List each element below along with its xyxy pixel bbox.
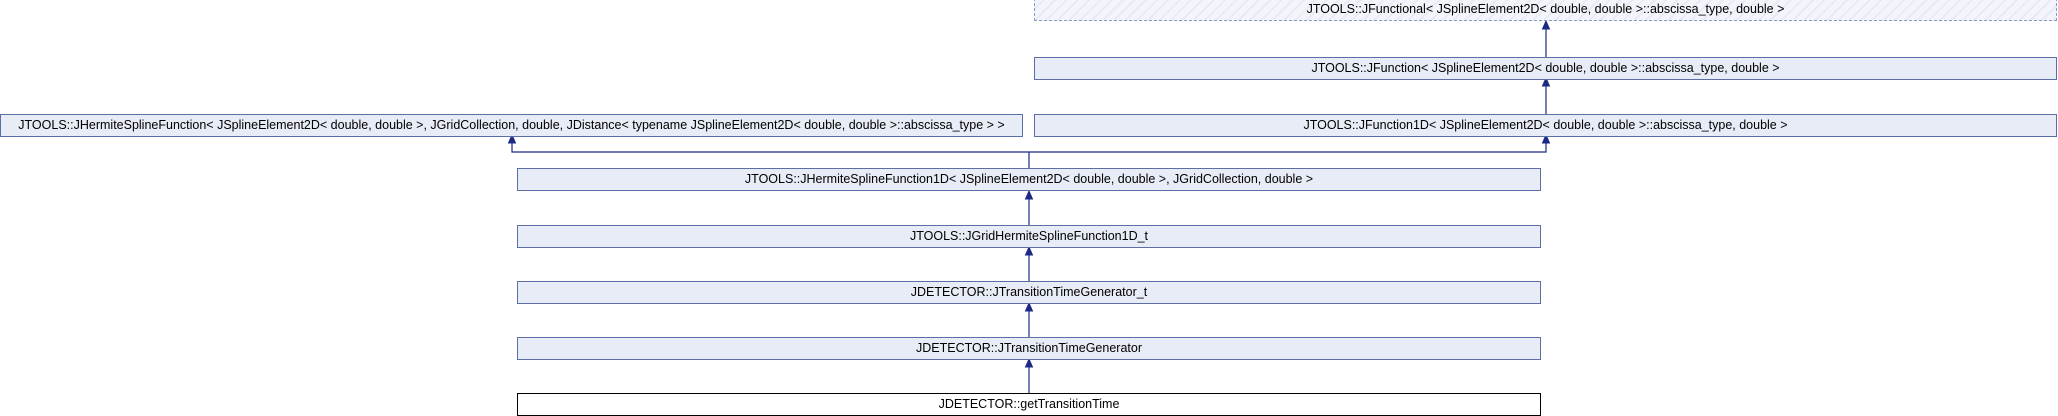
- node-jtransition-time-generator-t[interactable]: JDETECTOR::JTransitionTimeGenerator_t: [517, 281, 1541, 304]
- arrowhead-icon: [1024, 245, 1034, 256]
- arrowhead-icon: [1024, 189, 1034, 200]
- arrowhead-icon: [507, 133, 517, 144]
- arrowhead-icon: [1541, 133, 1551, 144]
- node-get-transition-time: JDETECTOR::getTransitionTime: [517, 393, 1541, 416]
- node-jfunction[interactable]: JTOOLS::JFunction< JSplineElement2D< dou…: [1034, 57, 2057, 80]
- node-jhermite-spline-function1d[interactable]: JTOOLS::JHermiteSplineFunction1D< JSplin…: [517, 168, 1541, 191]
- edge-hermite1d-split: [511, 143, 1030, 168]
- node-jfunctional[interactable]: JTOOLS::JFunctional< JSplineElement2D< d…: [1034, 0, 2057, 21]
- node-jgrid-hermite-spline-function1d-t[interactable]: JTOOLS::JGridHermiteSplineFunction1D_t: [517, 225, 1541, 248]
- arrowhead-icon: [1024, 301, 1034, 312]
- arrowhead-icon: [1541, 19, 1551, 30]
- node-jtransition-time-generator[interactable]: JDETECTOR::JTransitionTimeGenerator: [517, 337, 1541, 360]
- arrowhead-icon: [1024, 357, 1034, 368]
- node-jfunction1d[interactable]: JTOOLS::JFunction1D< JSplineElement2D< d…: [1034, 114, 2057, 137]
- arrowhead-icon: [1541, 76, 1551, 87]
- edge-hermite1d-to-jfunction1d: [1029, 143, 1547, 153]
- node-jhermite-spline-function[interactable]: JTOOLS::JHermiteSplineFunction< JSplineE…: [0, 114, 1023, 137]
